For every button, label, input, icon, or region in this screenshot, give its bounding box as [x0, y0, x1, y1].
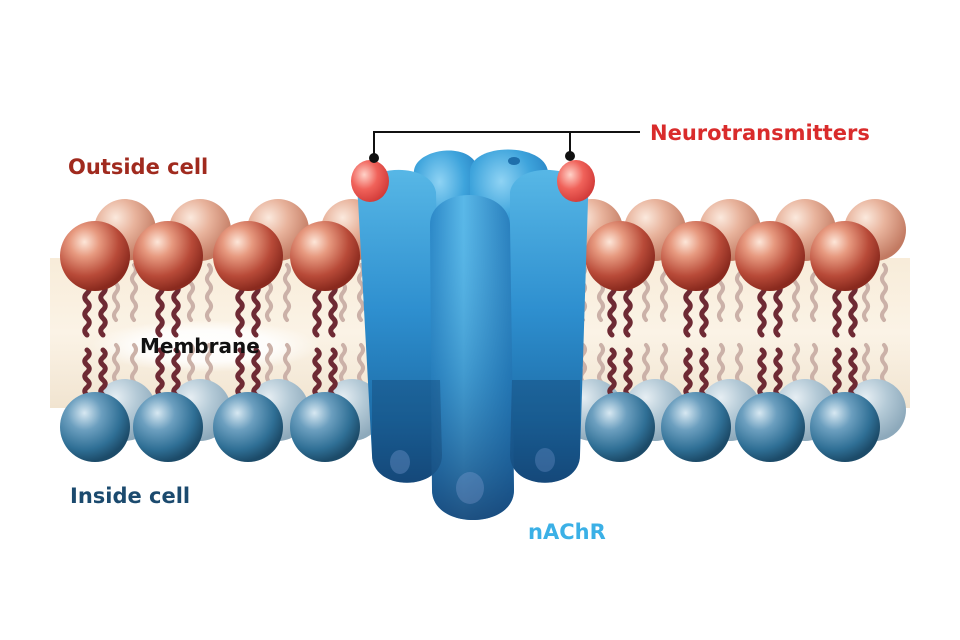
neurotransmitters-label: Neurotransmitters: [650, 121, 870, 145]
lipid-tail-icon: [851, 285, 856, 335]
phospholipid-head-icon: [213, 221, 283, 291]
lipid-tail-icon: [315, 350, 320, 395]
phospholipid-head-icon: [290, 221, 360, 291]
lipid-tail-icon: [760, 350, 765, 395]
phospholipid-head-icon: [810, 392, 880, 462]
lipid-tail-icon: [626, 285, 631, 335]
phospholipid-head-icon: [735, 392, 805, 462]
phospholipid-head-icon: [810, 221, 880, 291]
membrane-label: Membrane: [140, 334, 260, 358]
lipid-tail-icon: [835, 350, 840, 395]
neurotransmitter-right-icon: [557, 160, 595, 202]
lipid-tail-icon: [85, 285, 90, 335]
phospholipid-head-icon: [133, 221, 203, 291]
lipid-tail-icon: [760, 285, 765, 335]
lipid-tail-icon: [207, 265, 211, 320]
phospholipid-head-icon: [60, 392, 130, 462]
phospholipid-head-icon: [661, 221, 731, 291]
phospholipid-head-icon: [585, 221, 655, 291]
lipid-tail-icon: [662, 265, 666, 320]
lipid-tail-icon: [702, 350, 707, 395]
lipid-tail-icon: [882, 265, 886, 320]
lipid-tail-icon: [851, 350, 856, 395]
inside-cell-label: Inside cell: [70, 484, 190, 508]
lipid-tail-icon: [702, 285, 707, 335]
lipid-tail-icon: [285, 265, 289, 320]
phospholipid-head-icon: [133, 392, 203, 462]
lipid-tail-icon: [254, 285, 259, 335]
lipid-tail-icon: [331, 285, 336, 335]
lipid-tail-icon: [776, 285, 781, 335]
phospholipid-head-icon: [661, 392, 731, 462]
phospholipid-head-icon: [735, 221, 805, 291]
phospholipid-head-icon: [585, 392, 655, 462]
lipid-tail-icon: [610, 350, 615, 395]
lipid-tail-icon: [331, 350, 336, 395]
lipid-tail-icon: [315, 285, 320, 335]
lipid-tail-icon: [835, 285, 840, 335]
lipid-tail-icon: [776, 350, 781, 395]
neurotransmitter-left-icon: [351, 160, 389, 202]
lipid-tail-icon: [85, 350, 90, 395]
lipid-tail-icon: [132, 265, 136, 320]
lipid-tail-icon: [158, 285, 163, 335]
outside-cell-label: Outside cell: [68, 155, 208, 179]
phospholipid-head-icon: [60, 221, 130, 291]
phospholipid-head-icon: [290, 392, 360, 462]
lipid-tail-icon: [626, 350, 631, 395]
lipid-tail-icon: [101, 285, 106, 335]
lipid-tail-icon: [686, 350, 691, 395]
lipid-tail-icon: [238, 285, 243, 335]
lipid-tail-icon: [101, 350, 106, 395]
nachr-label: nAChR: [528, 520, 606, 544]
nachr-receptor-icon: [358, 150, 588, 521]
phospholipid-head-icon: [213, 392, 283, 462]
lipid-tail-icon: [686, 285, 691, 335]
lipid-tail-icon: [610, 285, 615, 335]
lipid-tail-icon: [174, 285, 179, 335]
